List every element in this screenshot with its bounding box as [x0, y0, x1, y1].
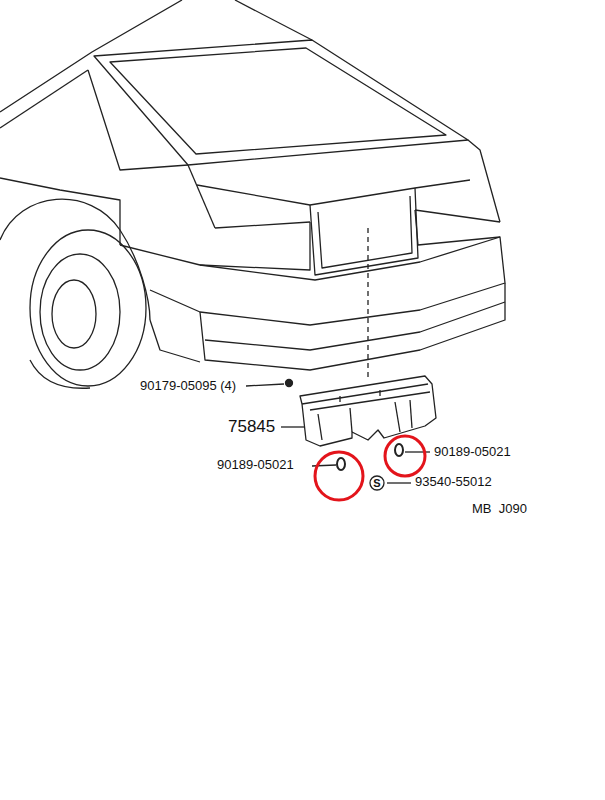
part-number: 90189-05021	[217, 458, 294, 472]
part-number: 90179-05095 (4)	[140, 379, 236, 393]
part-number: 90189-05021	[434, 445, 511, 459]
circle-outline	[370, 476, 384, 490]
part-number: 75845	[228, 418, 275, 437]
part-number: 93540-55012	[415, 475, 492, 489]
symbol-circle: S	[369, 475, 385, 491]
symbol-letter: S	[369, 478, 385, 489]
figure-code: MB J090	[472, 502, 527, 516]
